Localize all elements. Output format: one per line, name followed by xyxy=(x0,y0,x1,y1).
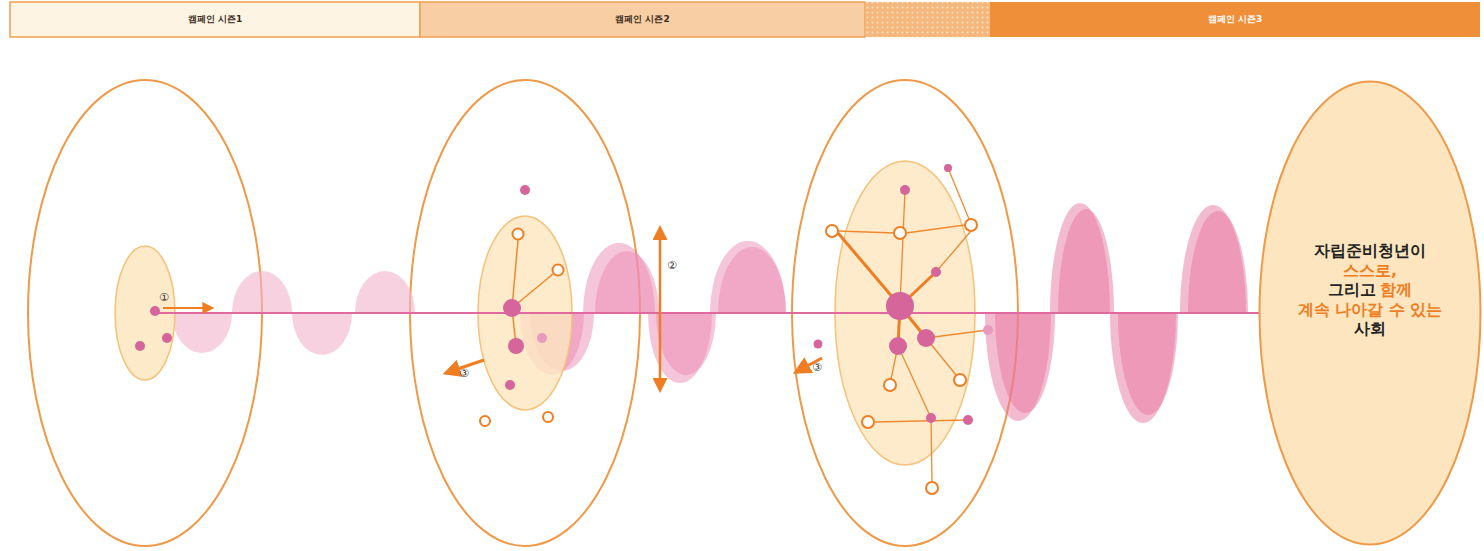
goal-phrase: 사회 xyxy=(1354,319,1386,338)
season-title: 캠페인 시즌3 xyxy=(1208,13,1262,26)
callout-number: ② xyxy=(667,260,677,271)
goal-phrase: 스스로, xyxy=(1343,261,1397,280)
goal-phrase: 계속 나아갈 수 있는 xyxy=(1298,300,1443,319)
season-bar: 캠페인 시즌3 xyxy=(990,2,1480,37)
season-title: 캠페인 시즌2 xyxy=(615,13,669,26)
season-title: 캠페인 시즌1 xyxy=(188,13,242,26)
goal-line: 그리고함께 xyxy=(1258,280,1482,300)
goal-phrase: 그리고 xyxy=(1328,280,1376,299)
callout-number: ③ xyxy=(459,368,469,379)
callout-number: ③ xyxy=(812,362,822,373)
goal-line: 스스로, xyxy=(1258,261,1482,281)
goal-phrase: 함께 xyxy=(1380,280,1412,299)
callout-number: ① xyxy=(159,292,169,303)
season-bar: 캠페인 시즌1 xyxy=(10,2,420,37)
goal-line: 사회 xyxy=(1258,319,1482,339)
goal-line: 자립준비청년이 xyxy=(1258,241,1482,261)
goal-ellipse: 자립준비청년이스스로,그리고함께계속 나아갈 수 있는사회 xyxy=(1258,80,1482,546)
goal-phrase: 자립준비청년이 xyxy=(1314,241,1426,260)
goal-line: 계속 나아갈 수 있는 xyxy=(1258,300,1482,320)
season-bar: 캠페인 시즌2 xyxy=(420,2,865,37)
goal-text: 자립준비청년이스스로,그리고함께계속 나아갈 수 있는사회 xyxy=(1258,241,1482,339)
